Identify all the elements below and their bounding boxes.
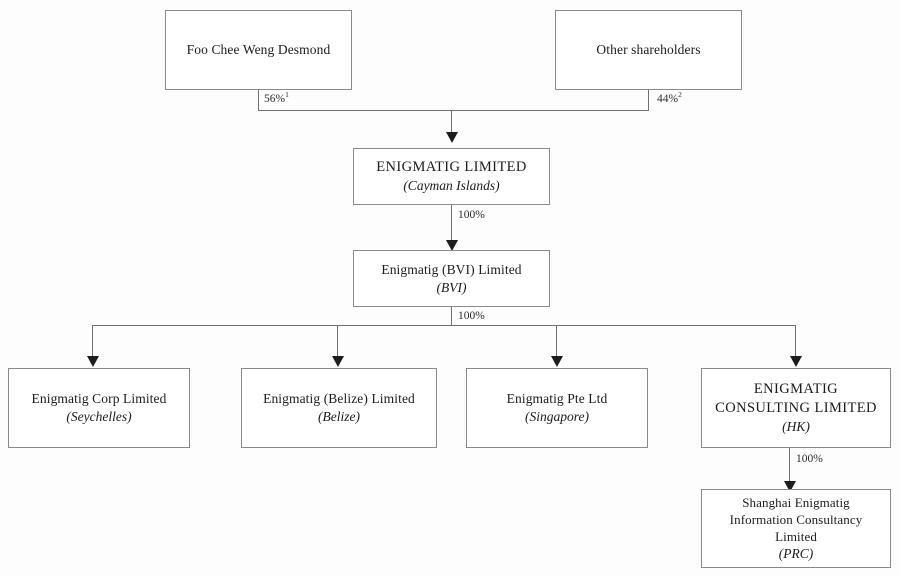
- edge-drop-corp: [92, 325, 94, 359]
- node-title: Shanghai Enigmatig Information Consultan…: [729, 494, 863, 545]
- node-jurisdiction: (BVI): [436, 279, 467, 295]
- edge-drop-hk: [795, 325, 797, 359]
- node-title: ENIGMATIG CONSULTING LIMITED: [715, 380, 877, 417]
- node-title: Enigmatig (BVI) Limited: [381, 261, 522, 277]
- node-jurisdiction: (Seychelles): [66, 409, 132, 424]
- edge-other-drop: [648, 90, 650, 111]
- arrow-to-enigmatig-limited: [446, 132, 458, 143]
- edge-drop-belize: [337, 325, 339, 359]
- node-jurisdiction: (HK): [782, 419, 810, 435]
- edge-shareholders-merge-bar: [258, 110, 649, 112]
- edge-label-enigmatig-to-bvi: 100%: [458, 209, 485, 221]
- edge-label-bvi-to-subsidiaries: 100%: [458, 310, 485, 322]
- node-jurisdiction: (Singapore): [525, 409, 589, 424]
- edge-enigmatig-to-bvi: [451, 205, 453, 244]
- node-shanghai-enigmatig: Shanghai Enigmatig Information Consultan…: [701, 489, 891, 568]
- node-title: ENIGMATIG LIMITED: [376, 159, 527, 176]
- node-shareholder-other: Other shareholders: [555, 10, 742, 90]
- arrow-to-enigmatig-corp: [87, 356, 99, 367]
- node-title: Enigmatig (Belize) Limited: [263, 391, 415, 407]
- edge-bvi-drop: [451, 307, 453, 326]
- edge-label-other-stake: 44%2: [657, 90, 682, 105]
- arrow-to-enigmatig-consulting-hk: [790, 356, 802, 367]
- node-jurisdiction: (PRC): [778, 546, 814, 562]
- edge-subsidiary-distribution-bar: [92, 325, 796, 327]
- node-enigmatig-consulting-hk: ENIGMATIG CONSULTING LIMITED (HK): [701, 368, 891, 448]
- node-title: Foo Chee Weng Desmond: [186, 42, 331, 58]
- arrow-hk-to-shanghai: [784, 481, 796, 492]
- arrow-to-enigmatig-belize: [332, 356, 344, 367]
- arrow-to-enigmatig-pte: [551, 356, 563, 367]
- edge-desmond-drop: [258, 90, 260, 111]
- node-title: Enigmatig Pte Ltd: [506, 391, 608, 407]
- edge-label-hk-to-shanghai: 100%: [796, 453, 823, 465]
- node-enigmatig-limited: ENIGMATIG LIMITED (Cayman Islands): [353, 148, 550, 205]
- edge-hk-to-shanghai: [789, 448, 791, 485]
- node-enigmatig-bvi: Enigmatig (BVI) Limited (BVI): [353, 250, 550, 307]
- node-jurisdiction: (Belize): [318, 409, 360, 424]
- edge-to-enigmatig-limited: [451, 110, 453, 134]
- arrow-enigmatig-to-bvi: [446, 240, 458, 251]
- node-shareholder-desmond: Foo Chee Weng Desmond: [165, 10, 352, 90]
- node-jurisdiction: (Cayman Islands): [403, 178, 500, 194]
- node-title: Enigmatig Corp Limited: [31, 391, 167, 407]
- node-title: Other shareholders: [596, 42, 701, 58]
- node-enigmatig-corp: Enigmatig Corp Limited (Seychelles): [8, 368, 190, 448]
- edge-drop-pte: [556, 325, 558, 359]
- edge-label-desmond-stake: 56%1: [264, 90, 289, 105]
- node-enigmatig-pte: Enigmatig Pte Ltd (Singapore): [466, 368, 648, 448]
- node-enigmatig-belize: Enigmatig (Belize) Limited (Belize): [241, 368, 437, 448]
